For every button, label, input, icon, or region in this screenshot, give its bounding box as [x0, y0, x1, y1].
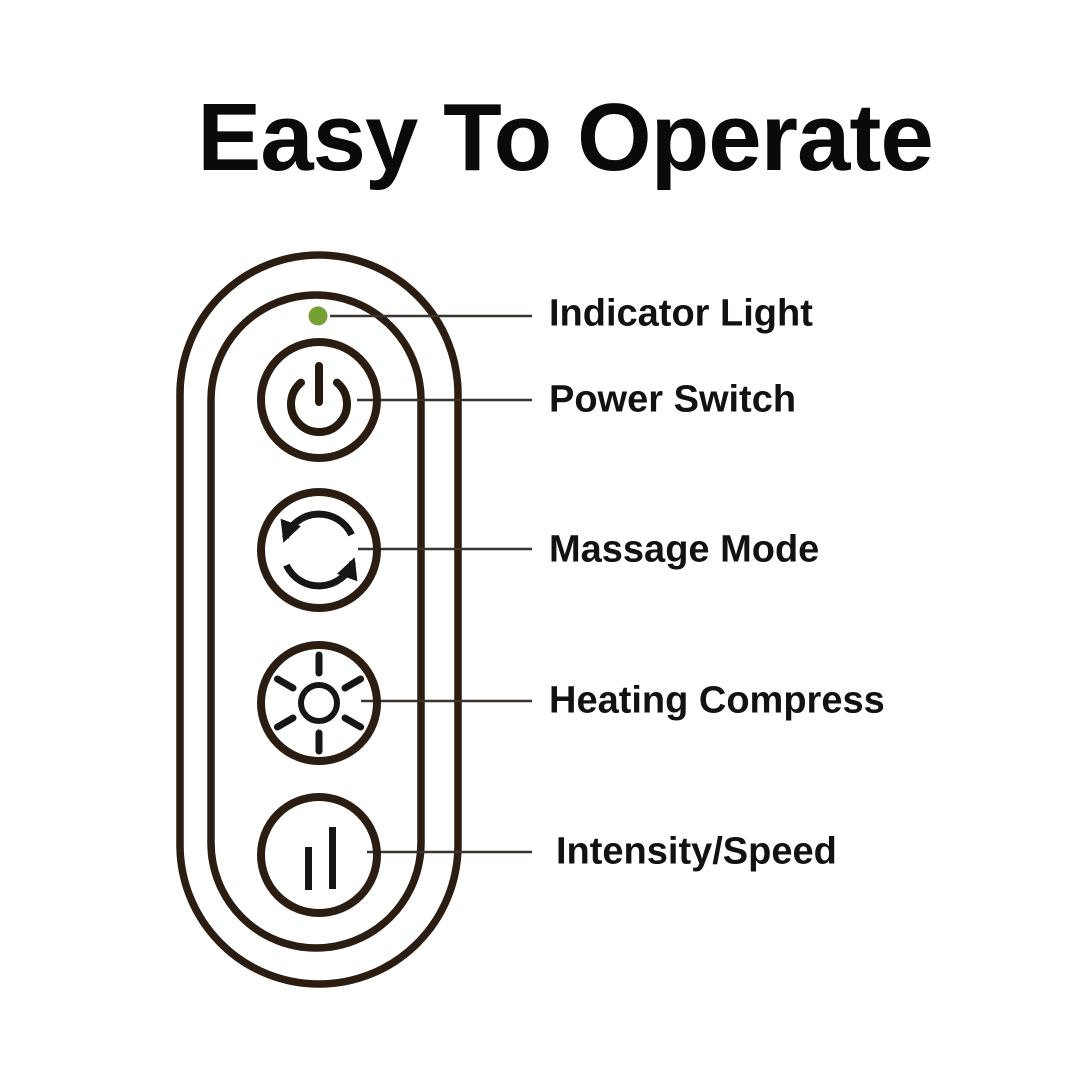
page-title: Easy To Operate	[197, 84, 934, 191]
power-button	[257, 338, 381, 462]
sync-arrows-icon	[280, 510, 358, 590]
remote-inner-shell	[207, 291, 425, 952]
heating-button-ring	[257, 641, 381, 765]
label-heating-compress: Heating Compress	[549, 679, 885, 722]
sun-icon	[273, 651, 365, 755]
heating-compress-button	[257, 641, 381, 765]
remote-outer-shell	[176, 251, 462, 988]
massage-mode-button	[257, 488, 381, 612]
label-massage-mode: Massage Mode	[549, 528, 820, 571]
label-indicator-light: Indicator Light	[549, 292, 813, 335]
label-power-switch: Power Switch	[549, 378, 797, 421]
label-intensity-speed: Intensity/Speed	[556, 830, 837, 873]
intensity-button-ring	[257, 793, 381, 917]
intensity-bars-icon	[305, 827, 336, 890]
massage-button-ring	[257, 488, 381, 612]
indicator-light-dot	[308, 306, 328, 326]
power-button-ring	[257, 338, 381, 462]
power-icon	[287, 362, 351, 437]
intensity-speed-button	[257, 793, 381, 917]
